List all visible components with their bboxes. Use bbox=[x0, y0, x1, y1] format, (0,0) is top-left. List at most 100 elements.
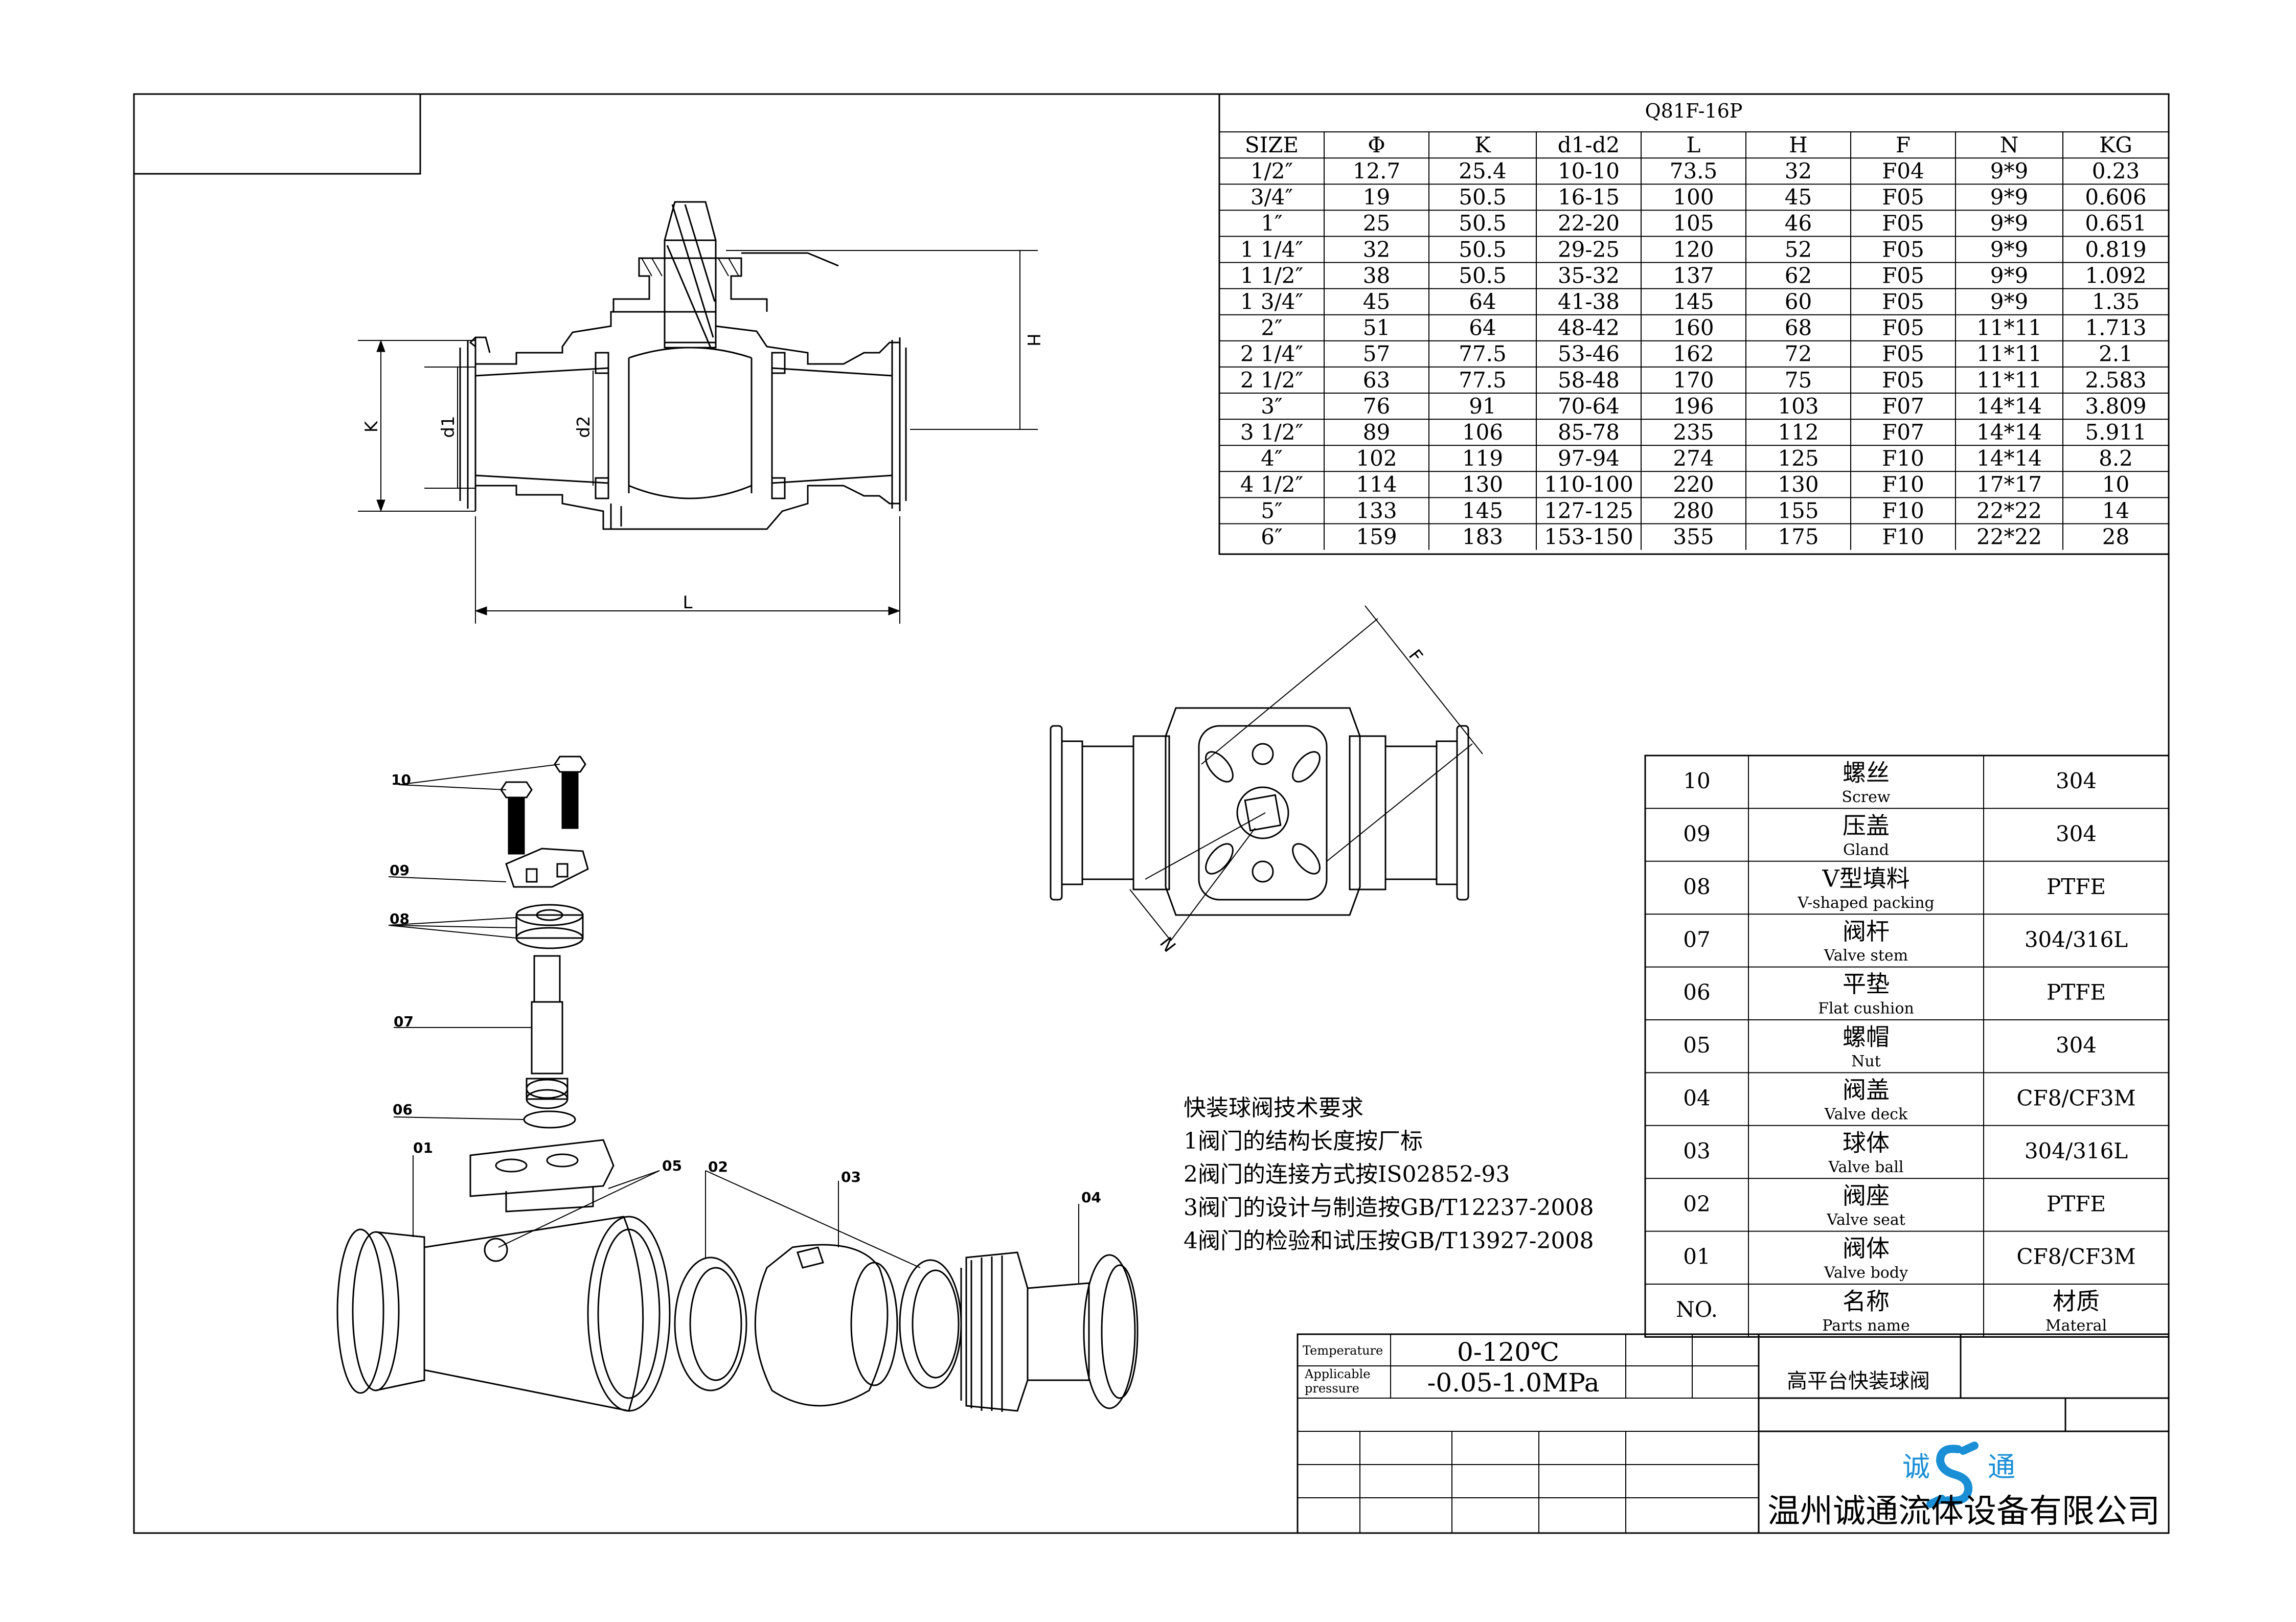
part-number: 03 bbox=[1683, 1138, 1710, 1163]
spec-cell: 75 bbox=[1785, 368, 1812, 393]
spec-cell: 19 bbox=[1363, 185, 1390, 210]
dim-label-N: N bbox=[1155, 933, 1179, 956]
spec-cell: F07 bbox=[1882, 420, 1924, 445]
spec-cell: F05 bbox=[1882, 341, 1924, 367]
spec-cell: 45 bbox=[1363, 289, 1390, 314]
callout-label: 01 bbox=[413, 1139, 433, 1156]
spec-cell: 155 bbox=[1778, 498, 1818, 523]
part-name-cn: 阀座 bbox=[1843, 1182, 1890, 1209]
spec-cell: 9*9 bbox=[1990, 158, 2028, 184]
spec-cell: 110-100 bbox=[1544, 472, 1633, 497]
spec-cell: 53-46 bbox=[1558, 341, 1620, 367]
spec-header-cell: H bbox=[1789, 132, 1808, 157]
spec-cell: 22*22 bbox=[1976, 498, 2042, 523]
part-material: 304 bbox=[2056, 821, 2097, 847]
part-number: 10 bbox=[1683, 768, 1710, 793]
spec-header-cell: Φ bbox=[1368, 132, 1385, 157]
callout-label: 05 bbox=[662, 1157, 682, 1174]
spec-cell: 10-10 bbox=[1558, 158, 1620, 184]
part-name-cn: 球体 bbox=[1843, 1129, 1890, 1156]
part-number: 08 bbox=[1683, 874, 1710, 899]
spec-cell: 127-125 bbox=[1544, 498, 1633, 523]
part-material: 304 bbox=[2056, 1033, 2097, 1058]
spec-cell: 4″ bbox=[1261, 446, 1282, 471]
spec-cell: 274 bbox=[1673, 446, 1714, 471]
spec-cell: 9*9 bbox=[1990, 289, 2028, 314]
spec-cell: 72 bbox=[1785, 341, 1812, 367]
spec-cell: 162 bbox=[1673, 341, 1714, 367]
spec-cell: 9*9 bbox=[1990, 237, 2028, 262]
part-name-en: Valve seat bbox=[1826, 1211, 1905, 1229]
top-view bbox=[1050, 605, 1483, 941]
spec-cell: 1 1/2″ bbox=[1240, 263, 1303, 288]
part-number: 04 bbox=[1683, 1086, 1710, 1111]
spec-cell: 114 bbox=[1356, 472, 1397, 497]
spec-cell: 1 1/4″ bbox=[1240, 237, 1303, 262]
callout-label: 09 bbox=[390, 862, 410, 879]
spec-cell: 60 bbox=[1785, 289, 1812, 314]
spec-cell: 220 bbox=[1673, 472, 1714, 497]
spec-cell: 103 bbox=[1778, 394, 1818, 419]
spec-cell: 130 bbox=[1462, 472, 1503, 497]
parts-frame bbox=[1644, 755, 2170, 1338]
spec-cell: 9*9 bbox=[1990, 211, 2028, 236]
part-material: CF8/CF3M bbox=[2016, 1244, 2135, 1269]
spec-cell: 97-94 bbox=[1558, 446, 1620, 471]
spec-cell: 280 bbox=[1673, 498, 1714, 523]
spec-cell: F07 bbox=[1882, 394, 1924, 419]
part-name-en: Valve body bbox=[1824, 1264, 1908, 1282]
spec-cell: 8.2 bbox=[2099, 446, 2133, 471]
part-name-cn: 螺帽 bbox=[1843, 1023, 1890, 1051]
spec-cell: 2 1/2″ bbox=[1240, 368, 1303, 393]
spec-cell: 64 bbox=[1469, 315, 1496, 340]
spec-cell: 22*22 bbox=[1976, 524, 2042, 549]
spec-cell: 1/2″ bbox=[1251, 158, 1293, 184]
spec-cell: 183 bbox=[1462, 524, 1503, 549]
spec-cell: 12.7 bbox=[1353, 158, 1401, 184]
spec-cell: 3.809 bbox=[2085, 394, 2146, 419]
company-name: 温州诚通流体设备有限公司 bbox=[1767, 1493, 2160, 1530]
spec-cell: 50.5 bbox=[1459, 185, 1507, 210]
dim-label-d2: d2 bbox=[574, 416, 594, 438]
spec-cell: 51 bbox=[1363, 315, 1390, 340]
spec-cell: 63 bbox=[1363, 368, 1390, 393]
spec-cell: 2 1/4″ bbox=[1240, 341, 1303, 367]
spec-cell: 11*11 bbox=[1976, 341, 2042, 367]
spec-cell: 175 bbox=[1778, 524, 1818, 549]
spec-cell: 28 bbox=[2102, 524, 2129, 549]
spec-cell: 41-38 bbox=[1558, 289, 1620, 314]
part-name-cn: 螺丝 bbox=[1843, 759, 1890, 787]
spec-cell: F05 bbox=[1882, 368, 1924, 393]
spec-cell: 102 bbox=[1356, 446, 1397, 471]
part-name-en: V-shaped packing bbox=[1797, 894, 1935, 912]
svg-text:诚: 诚 bbox=[1902, 1451, 1930, 1483]
spec-cell: 50.5 bbox=[1459, 263, 1507, 288]
callout-label: 03 bbox=[841, 1169, 861, 1185]
parts-header-name-en: Parts name bbox=[1822, 1317, 1909, 1335]
spec-cell: 14*14 bbox=[1976, 420, 2042, 445]
exploded-view bbox=[336, 756, 1139, 1412]
part-material: PTFE bbox=[2047, 874, 2106, 899]
spec-cell: 9*9 bbox=[1990, 263, 2028, 288]
spec-cell: 2″ bbox=[1261, 315, 1282, 340]
spec-cell: 91 bbox=[1469, 394, 1496, 419]
spec-cell: 1 3/4″ bbox=[1240, 289, 1303, 314]
spec-cell: 50.5 bbox=[1459, 237, 1507, 262]
pressure-value: -0.05-1.0MPa bbox=[1427, 1368, 1599, 1398]
spec-header-cell: F bbox=[1896, 132, 1911, 157]
stem-part bbox=[526, 955, 569, 1109]
callout-label: 04 bbox=[1081, 1189, 1101, 1206]
spec-cell: 29-25 bbox=[1558, 237, 1620, 262]
spec-cell: 32 bbox=[1363, 237, 1390, 262]
part-name-cn: 阀杆 bbox=[1843, 918, 1890, 945]
part-number: 07 bbox=[1683, 927, 1710, 952]
spec-cell: 11*11 bbox=[1976, 315, 2042, 340]
part-name-cn: 阀盖 bbox=[1843, 1076, 1890, 1104]
valve-seat-part bbox=[674, 1257, 747, 1391]
spec-cell: 10 bbox=[2102, 472, 2129, 497]
part-material: CF8/CF3M bbox=[2016, 1086, 2135, 1111]
part-material: 304/316L bbox=[2025, 1138, 2128, 1163]
spec-cell: 160 bbox=[1673, 315, 1714, 340]
title-block bbox=[1297, 1333, 2170, 1534]
spec-cell: F05 bbox=[1882, 263, 1924, 288]
